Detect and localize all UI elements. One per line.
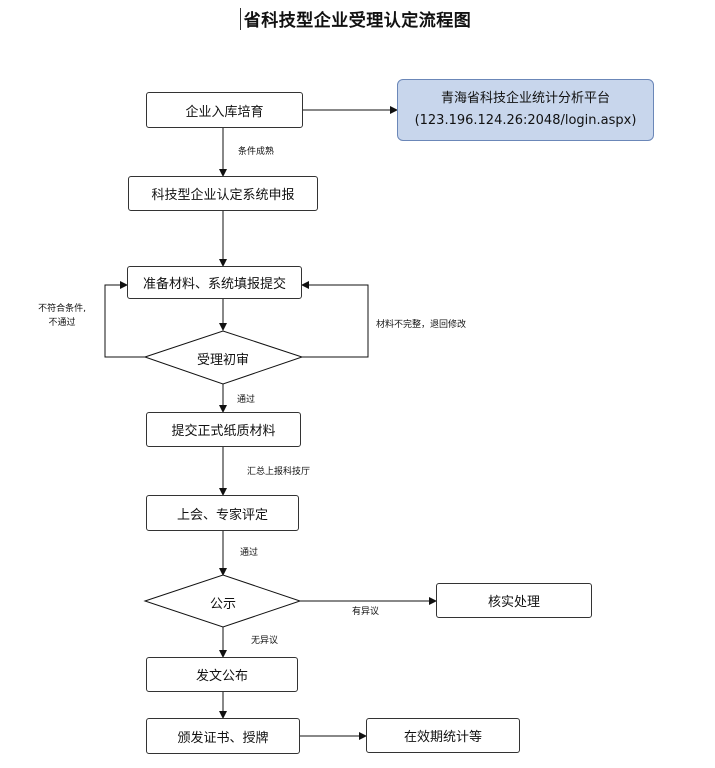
label-not-qualified-line2: 不通过: [48, 318, 76, 328]
node-publish: 发文公布: [146, 657, 298, 692]
node-declare: 科技型企业认定系统申报: [128, 176, 318, 211]
label-pass-review: 通过: [237, 395, 256, 405]
label-not-qualified-line1: 不符合条件,: [38, 304, 86, 314]
page-title: 省科技型企业受理认定流程图: [243, 11, 472, 31]
node-platform: 青海省科技企业统计分析平台 (123.196.124.26:2048/login…: [397, 79, 654, 141]
label-summary-report: 汇总上报科技厅: [247, 467, 311, 477]
node-stats: 在效期统计等: [366, 718, 520, 753]
text-cursor: [240, 8, 241, 30]
label-objection: 有异议: [352, 607, 380, 617]
node-initial-review-text: 受理初审: [196, 353, 249, 368]
node-paper-submit: 提交正式纸质材料: [146, 412, 301, 447]
platform-url: (123.196.124.26:2048/login.aspx): [414, 113, 637, 128]
node-incubation: 企业入库培育: [146, 92, 303, 128]
platform-name: 青海省科技企业统计分析平台: [440, 91, 610, 106]
label-conditions-ready: 条件成熟: [238, 147, 275, 157]
label-no-objection: 无异议: [251, 636, 279, 646]
node-verify: 核实处理: [436, 583, 592, 618]
label-incomplete: 材料不完整，退回修改: [376, 320, 467, 330]
arrow-not-qualified-loop: [104, 281, 145, 358]
diamond-publicity: [143, 574, 302, 628]
label-not-qualified: 不符合条件, 不通过: [22, 302, 102, 330]
node-publicity-text: 公示: [209, 597, 236, 612]
node-prepare: 准备材料、系统填报提交: [127, 266, 302, 299]
arrow-incomplete-loop: [301, 281, 369, 358]
node-certificate: 颁发证书、授牌: [146, 718, 300, 754]
node-expert-review: 上会、专家评定: [146, 495, 299, 531]
diamond-initial-review: [143, 330, 304, 385]
label-pass-expert: 通过: [240, 548, 259, 558]
